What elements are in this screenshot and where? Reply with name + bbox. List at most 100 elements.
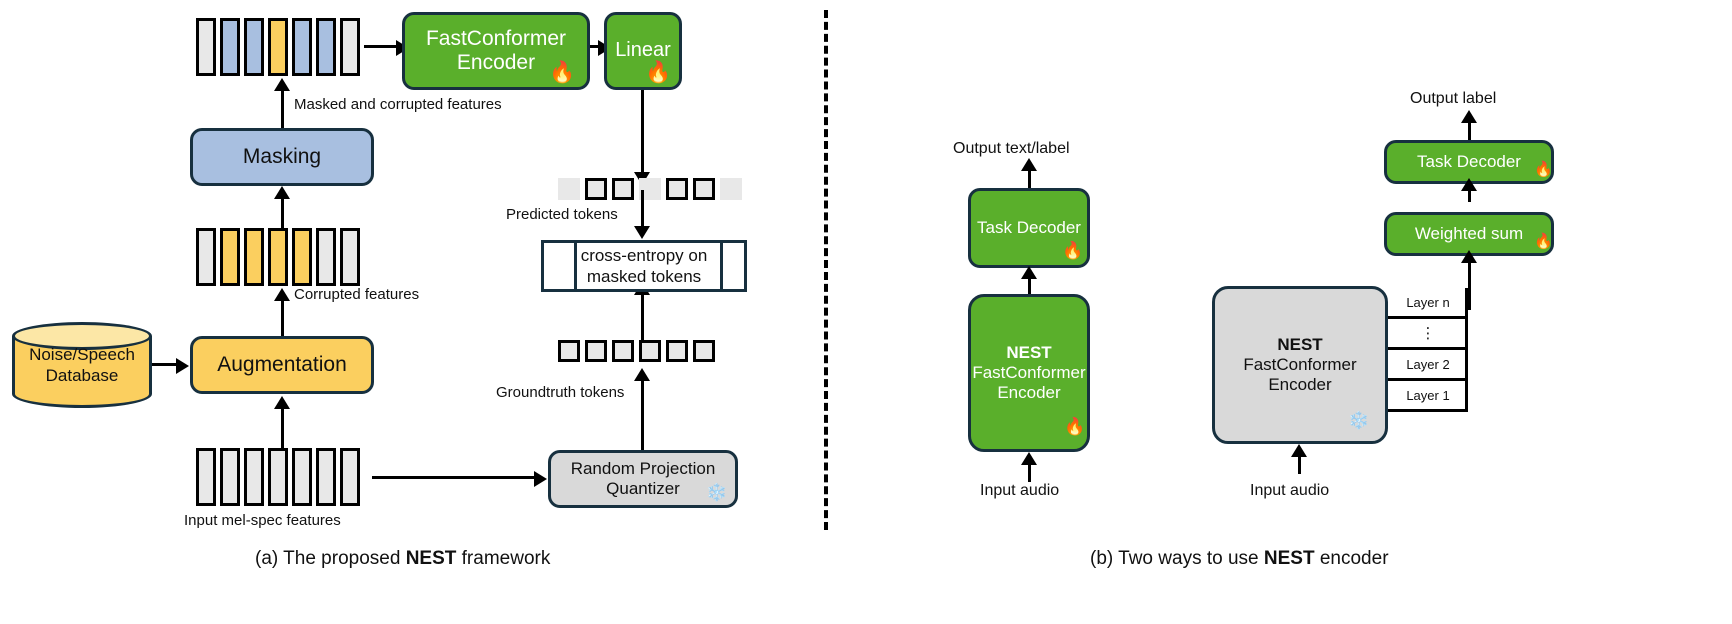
- arrow-head: [274, 396, 290, 409]
- caption-a-suffix: framework: [456, 548, 551, 569]
- label-input-mel-spec: Input mel-spec features: [184, 512, 341, 529]
- arrow-line: [364, 45, 398, 48]
- arrow-head: [1461, 110, 1477, 123]
- arrow-head: [634, 226, 650, 239]
- token-cell: [268, 228, 288, 286]
- token-row-masked-corrupted: [196, 18, 360, 76]
- arrow-line: [281, 196, 284, 230]
- token-row-groundtruth: [558, 340, 715, 362]
- arrow-line: [590, 45, 602, 48]
- cross-entropy-box[interactable]: cross-entropy on masked tokens: [541, 240, 747, 292]
- layer-label: Layer 2: [1406, 356, 1450, 372]
- arrow-line: [1468, 184, 1471, 202]
- arrow-head: [274, 288, 290, 301]
- noise-speech-database[interactable]: Noise/Speech Database: [12, 322, 152, 408]
- token-cell: [292, 18, 312, 76]
- nest-encoder-box-right[interactable]: NEST FastConformer Encoder: [1212, 286, 1388, 444]
- label-input-audio-right: Input audio: [1250, 482, 1330, 499]
- cross-entropy-label: cross-entropy on masked tokens: [544, 243, 744, 289]
- layer-stack: Layer n ⋮ Layer 2 Layer 1: [1388, 288, 1468, 412]
- token-cell: [220, 448, 240, 506]
- arrow-line: [1468, 258, 1471, 310]
- arrow-line: [1028, 166, 1031, 190]
- nest-encoder-box-left[interactable]: NEST FastConformer Encoder: [968, 294, 1090, 452]
- fire-icon: 🔥: [1062, 241, 1084, 260]
- arrow-head: [634, 368, 650, 381]
- layer-separator: [1388, 316, 1468, 319]
- token-cell: [316, 448, 336, 506]
- caption-b-prefix: (b) Two ways to use: [1090, 548, 1264, 569]
- token-cell: [220, 18, 240, 76]
- caption-b-bold: NEST: [1263, 548, 1315, 569]
- token-cell: [268, 18, 288, 76]
- cross-entropy-line2: masked tokens: [586, 267, 702, 286]
- random-projection-quantizer-box[interactable]: Random Projection Quantizer: [548, 450, 738, 508]
- token-cell: [558, 340, 580, 362]
- arrow-head: [1461, 250, 1477, 263]
- database-label: Noise/Speech Database: [12, 322, 152, 408]
- token-cell-soft: [558, 178, 580, 200]
- token-cell: [612, 340, 634, 362]
- nest-encoder-label-line3: Encoder: [1268, 374, 1332, 394]
- quantizer-label-line1: Random Projection: [570, 459, 716, 479]
- token-cell: [639, 340, 661, 362]
- token-cell: [244, 228, 264, 286]
- token-cell: [612, 178, 634, 200]
- token-cell: [693, 340, 715, 362]
- arrow-line: [1298, 452, 1301, 474]
- token-cell: [196, 228, 216, 286]
- layer-label: Layer n: [1406, 294, 1450, 310]
- layer-stack-row[interactable]: Layer 1: [1388, 381, 1468, 409]
- label-masked-corrupted-features: Masked and corrupted features: [294, 96, 502, 113]
- token-cell: [244, 448, 264, 506]
- panel-divider: [824, 10, 828, 530]
- arrow-line: [1028, 462, 1031, 482]
- linear-box[interactable]: Linear: [604, 12, 682, 90]
- fastconformer-encoder-box[interactable]: FastConformer Encoder: [402, 12, 590, 90]
- arrow-line: [372, 476, 540, 479]
- arrow-line: [281, 406, 284, 450]
- quantizer-label-line2: Quantizer: [606, 479, 680, 498]
- caption-a-prefix: (a) The proposed: [255, 548, 406, 569]
- augmentation-box[interactable]: Augmentation: [190, 336, 374, 394]
- token-cell: [196, 18, 216, 76]
- token-cell: [666, 178, 688, 200]
- token-row-corrupted: [196, 228, 360, 286]
- cross-entropy-divider-right: [720, 243, 723, 289]
- token-cell-soft: [720, 178, 742, 200]
- token-row-input-features: [196, 448, 360, 506]
- arrow-line: [641, 190, 644, 228]
- nest-encoder-label-bold: NEST: [1277, 335, 1323, 355]
- layer-stack-row[interactable]: Layer 2: [1388, 350, 1468, 378]
- caption-b-suffix: encoder: [1314, 548, 1389, 569]
- label-output-label-right: Output label: [1410, 90, 1497, 107]
- layer-separator: [1388, 409, 1468, 412]
- token-cell: [693, 178, 715, 200]
- label-predicted-tokens: Predicted tokens: [506, 206, 618, 223]
- arrow-head: [1461, 178, 1477, 191]
- encoder-label-line2: Encoder: [456, 51, 536, 74]
- token-cell: [292, 448, 312, 506]
- arrow-head: [1021, 158, 1037, 171]
- task-decoder-box-left[interactable]: Task Decoder: [968, 188, 1090, 268]
- task-decoder-label: Task Decoder: [977, 218, 1081, 238]
- arrow-line: [152, 363, 182, 366]
- encoder-label-line1: FastConformer: [425, 26, 567, 50]
- layer-stack-row[interactable]: Layer n: [1388, 288, 1468, 316]
- layer-separator: [1388, 347, 1468, 350]
- arrow-head: [1021, 266, 1037, 279]
- fire-icon: 🔥: [1534, 233, 1553, 250]
- token-cell: [340, 18, 360, 76]
- arrow-head: [274, 78, 290, 91]
- arrow-head: [274, 186, 290, 199]
- token-cell: [244, 18, 264, 76]
- label-output-text-label: Output text/label: [953, 140, 1070, 157]
- layer-stack-right-edge: [1465, 288, 1468, 412]
- masking-box[interactable]: Masking: [190, 128, 374, 186]
- arrow-line: [281, 88, 284, 130]
- cylinder-top: [12, 322, 152, 350]
- token-cell: [268, 448, 288, 506]
- caption-a: (a) The proposed NEST framework: [255, 548, 550, 570]
- arrow-line: [1028, 276, 1031, 296]
- label-corrupted-features: Corrupted features: [294, 286, 420, 303]
